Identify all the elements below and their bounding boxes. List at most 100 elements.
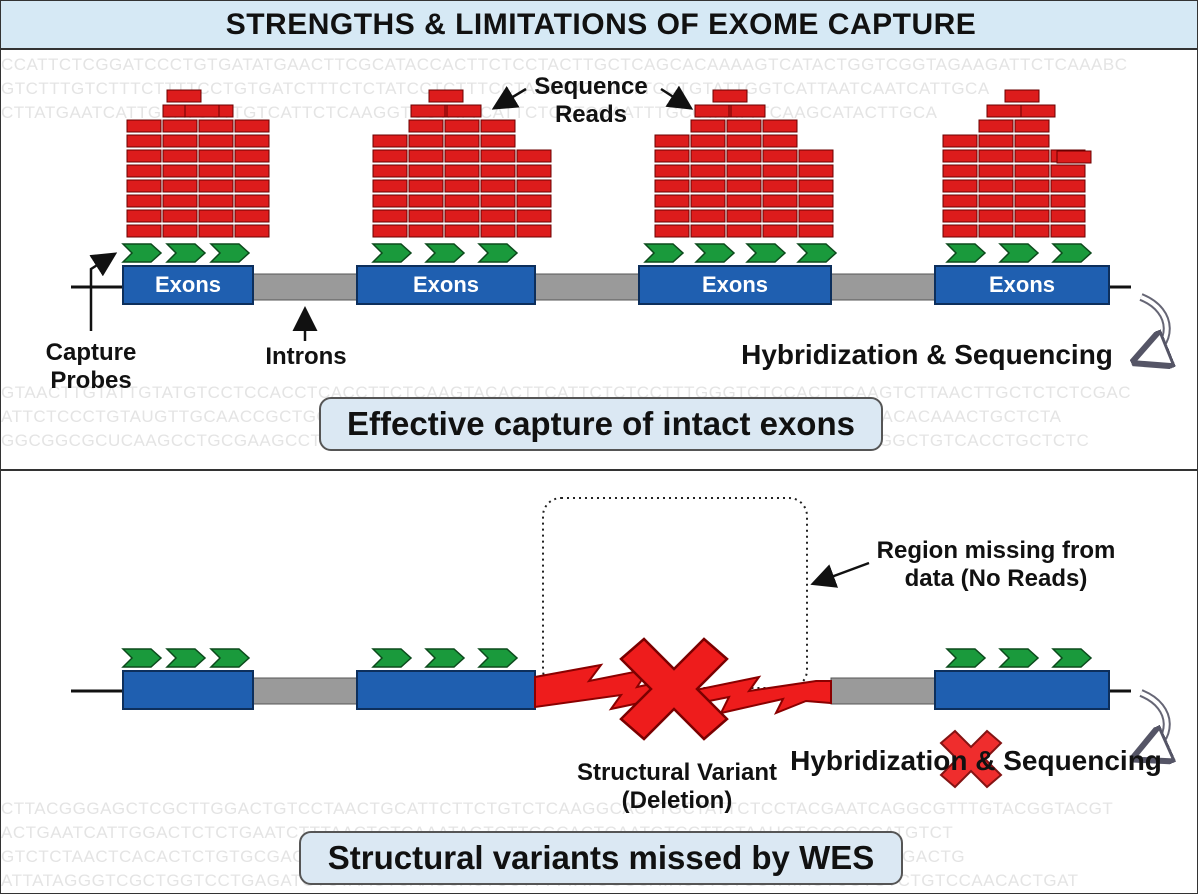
sequence-read-icon — [762, 164, 798, 178]
sequence-read-icon — [408, 209, 444, 223]
missing-region-arrow — [810, 561, 870, 588]
sequence-read-icon — [234, 164, 270, 178]
sequence-read-icon — [978, 179, 1014, 193]
sequence-read-icon — [480, 209, 516, 223]
top-sequence-reads — [126, 89, 1092, 238]
capture-probe-icon — [477, 243, 519, 263]
exon-block — [934, 265, 1110, 305]
sequence-read-icon — [126, 194, 162, 208]
sequence-read-icon — [978, 224, 1014, 238]
curved-arrow-icon — [1141, 691, 1167, 753]
sequence-read-icon — [162, 134, 198, 148]
sequence-read-icon — [690, 194, 726, 208]
capture-probes-label: Capture Probes — [45, 339, 137, 394]
sequence-read-icon — [942, 194, 978, 208]
sequence-read-icon — [978, 164, 1014, 178]
structural-variant-label: Structural Variant (Deletion) — [576, 759, 778, 814]
sequence-read-icon — [372, 164, 408, 178]
sequence-read-icon — [480, 224, 516, 238]
sequence-read-icon — [762, 224, 798, 238]
exon-label: Exons — [701, 272, 769, 297]
capture-probe-icon — [424, 648, 466, 668]
sequence-read-icon — [408, 224, 444, 238]
exon-block — [356, 265, 536, 305]
sequence-read-icon — [1050, 224, 1086, 238]
sequence-read-icon — [126, 224, 162, 238]
sequence-read-icon — [408, 179, 444, 193]
missing-region-label: Region missing from data (No Reads) — [876, 537, 1116, 592]
sequence-read-icon — [234, 149, 270, 163]
sequence-read-icon — [444, 119, 480, 133]
sequence-read-icon — [690, 209, 726, 223]
bottom-curved-arrow — [1141, 689, 1167, 753]
sequence-read-icon — [234, 194, 270, 208]
capture-probe-icon — [477, 648, 519, 668]
sequence-read-icon — [480, 119, 516, 133]
capture-probe-icon — [209, 243, 251, 263]
sequence-read-icon — [654, 164, 690, 178]
sequence-read-icon — [694, 104, 730, 118]
sequence-read-icon — [726, 179, 762, 193]
sequence-read-icon — [408, 194, 444, 208]
capture-probe-icon — [121, 648, 163, 668]
sequence-read-icon — [1014, 164, 1050, 178]
sequence-read-icon — [726, 119, 762, 133]
sequence-read-icon — [234, 119, 270, 133]
sequence-read-icon — [762, 119, 798, 133]
sequence-read-icon — [1050, 179, 1086, 193]
page-title: STRENGTHS & LIMITATIONS OF EXOME CAPTURE — [1, 1, 1197, 50]
exon-block — [122, 265, 254, 305]
intron-segment — [830, 273, 936, 301]
sequence-read-icon — [726, 209, 762, 223]
sequence-read-icon — [516, 224, 552, 238]
capture-probe-icon — [165, 648, 207, 668]
sequence-read-icon — [942, 149, 978, 163]
sequence-read-icon — [942, 179, 978, 193]
capture-probe-icon — [209, 648, 251, 668]
sequence-read-icon — [372, 209, 408, 223]
sequence-read-icon — [198, 149, 234, 163]
sequence-read-icon — [198, 224, 234, 238]
sequence-read-icon — [730, 104, 766, 118]
sequence-read-icon — [126, 149, 162, 163]
red-x-icon — [619, 637, 729, 741]
capture-probe-icon — [694, 243, 736, 263]
sequence-read-icon — [516, 149, 552, 163]
exon-label: Exons — [988, 272, 1056, 297]
sequence-read-icon — [986, 104, 1022, 118]
sequence-read-icon — [798, 224, 834, 238]
sequence-read-icon — [184, 104, 220, 118]
exon-block — [122, 670, 254, 710]
bottom-callout: Structural variants missed by WES — [299, 831, 903, 885]
capture-probe-icon — [945, 243, 987, 263]
sequence-read-icon — [444, 179, 480, 193]
intron-segment — [534, 273, 640, 301]
sequence-read-icon — [162, 194, 198, 208]
sequence-read-icon — [162, 209, 198, 223]
sequence-read-icon — [1020, 104, 1056, 118]
capture-probe-icon — [121, 243, 163, 263]
top-dna-strand — [71, 265, 1131, 305]
sequence-read-icon — [726, 224, 762, 238]
sequence-read-icon — [372, 134, 408, 148]
top-callout: Effective capture of intact exons — [319, 397, 883, 451]
sequence-read-icon — [480, 179, 516, 193]
sequence-read-icon — [126, 119, 162, 133]
sequence-read-icon — [234, 209, 270, 223]
sequence-read-icon — [234, 224, 270, 238]
sequence-read-icon — [372, 224, 408, 238]
sequence-read-icon — [762, 134, 798, 148]
sequence-read-icon — [798, 149, 834, 163]
sequence-read-icon — [198, 209, 234, 223]
sequence-read-icon — [690, 224, 726, 238]
capture-probe-icon — [796, 243, 838, 263]
sequence-read-icon — [1004, 89, 1040, 103]
sequence-read-icon — [444, 134, 480, 148]
sequence-read-icon — [1050, 209, 1086, 223]
sequence-read-icon — [198, 134, 234, 148]
sequence-read-icon — [410, 104, 446, 118]
sequence-read-icon — [162, 149, 198, 163]
sequence-read-icon — [1014, 179, 1050, 193]
sequence-read-icon — [942, 224, 978, 238]
sequence-read-icon — [654, 224, 690, 238]
